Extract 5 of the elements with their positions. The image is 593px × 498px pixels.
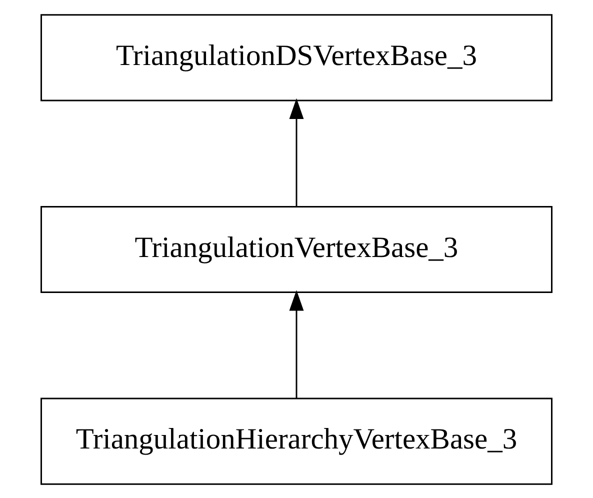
arrow [289, 290, 304, 398]
node-box: TriangulationVertexBase_3 [40, 205, 552, 293]
arrow [289, 98, 304, 206]
node-box: TriangulationHierarchyVertexBase_3 [40, 397, 552, 484]
node-box: TriangulationDSVertexBase_3 [40, 14, 552, 101]
